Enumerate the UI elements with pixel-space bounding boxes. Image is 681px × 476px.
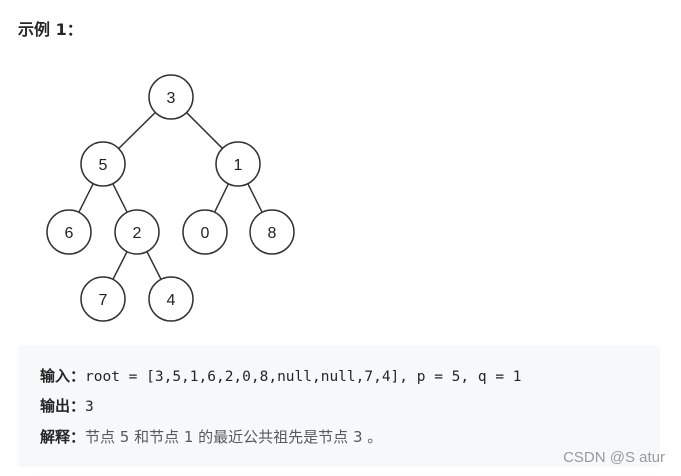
tree-node-circle <box>80 141 126 187</box>
tree-node-label: 1 <box>234 157 243 174</box>
tree-node-circle <box>46 209 92 255</box>
tree-node-label: 4 <box>167 292 176 309</box>
tree-node-circle <box>114 209 160 255</box>
tree-node-circle <box>148 74 194 120</box>
example-title: 示例 1： <box>18 20 83 39</box>
output-value: 3 <box>85 399 94 415</box>
output-label: 输出： <box>40 397 86 415</box>
tree-node-circle <box>215 141 261 187</box>
input-line: 输入：root = [3,5,1,6,2,0,8,null,null,7,4],… <box>40 365 522 386</box>
explanation-label: 解释： <box>40 428 86 446</box>
explanation-line: 解释：节点 5 和节点 1 的最近公共祖先是节点 3 。 <box>40 426 382 447</box>
tree-node-6: 6 <box>46 209 92 255</box>
tree-node-1: 1 <box>215 141 261 187</box>
tree-node-label: 7 <box>99 292 108 309</box>
tree-node-label: 6 <box>65 225 74 242</box>
tree-node-8: 8 <box>249 209 295 255</box>
tree-node-label: 2 <box>133 225 142 242</box>
tree-node-circle <box>182 209 228 255</box>
tree-edge <box>78 183 94 213</box>
tree-node-4: 4 <box>148 276 194 322</box>
tree-edge <box>112 251 128 280</box>
tree-node-label: 0 <box>201 225 210 242</box>
watermark: CSDN @S atur <box>563 449 665 466</box>
tree-node-label: 5 <box>99 157 108 174</box>
input-label: 输入： <box>40 367 86 385</box>
tree-node-circle <box>148 276 194 322</box>
tree-node-3: 3 <box>148 74 194 120</box>
tree-node-7: 7 <box>80 276 126 322</box>
tree-edge <box>186 112 223 149</box>
tree-node-label: 8 <box>268 225 277 242</box>
output-line: 输出：3 <box>40 395 94 416</box>
tree-node-circle <box>80 276 126 322</box>
tree-edge <box>112 183 128 213</box>
tree-edge <box>213 183 230 213</box>
input-value: root = [3,5,1,6,2,0,8,null,null,7,4], p … <box>85 369 522 385</box>
tree-edge <box>146 251 162 280</box>
tree-edge <box>118 111 156 150</box>
explanation-value: 节点 5 和节点 1 的最近公共祖先是节点 3 。 <box>85 428 383 446</box>
tree-node-2: 2 <box>114 209 160 255</box>
tree-edge <box>247 183 263 213</box>
tree-node-label: 3 <box>167 90 176 107</box>
tree-node-5: 5 <box>80 141 126 187</box>
tree-node-0: 0 <box>182 209 228 255</box>
binary-tree-diagram: 3 5 1 6 2 0 8 7 4 <box>46 74 295 322</box>
tree-node-circle <box>249 209 295 255</box>
example-code-block: 输入：root = [3,5,1,6,2,0,8,null,null,7,4],… <box>18 345 660 467</box>
